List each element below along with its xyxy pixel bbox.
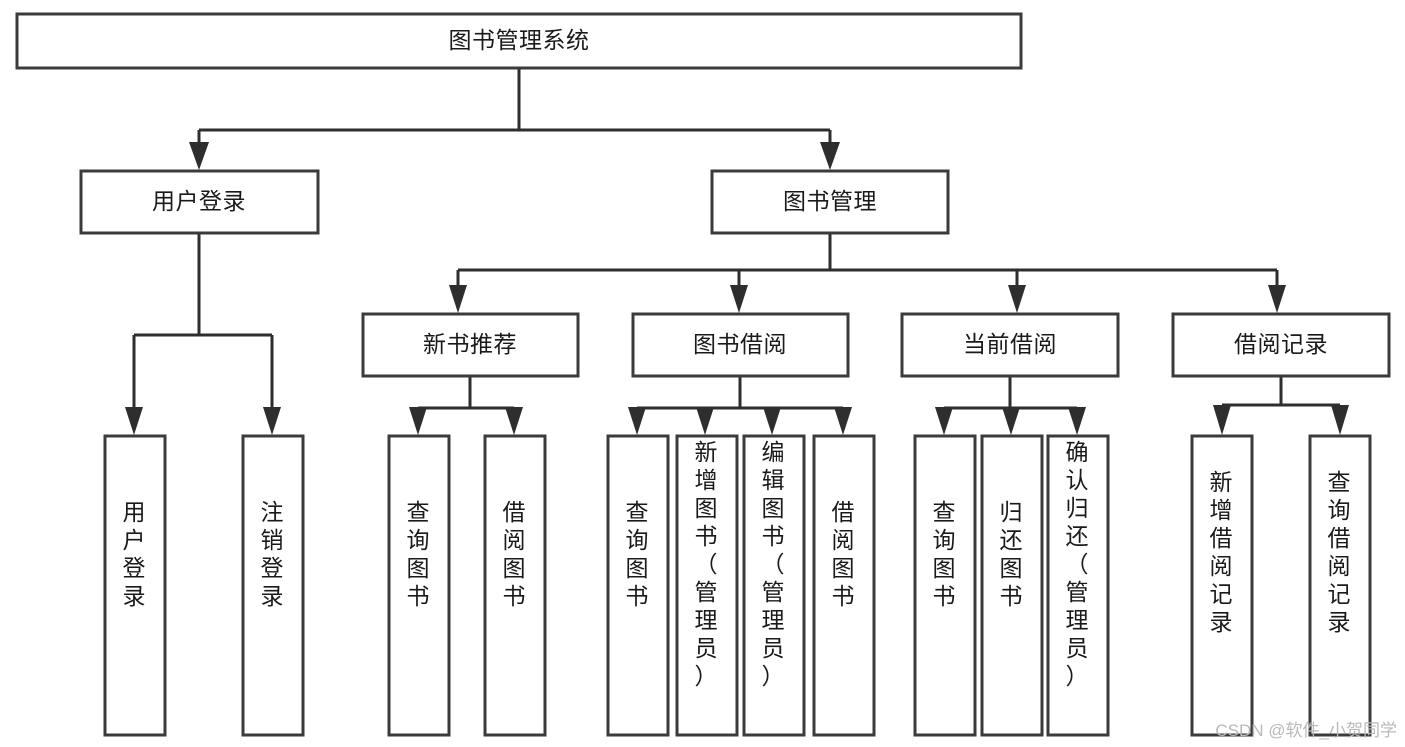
node-book-borrow-box[interactable]	[631, 312, 850, 378]
arrowhead-leaf-return-book	[1002, 407, 1020, 435]
arrowhead-leaf-borrow-book-2	[834, 407, 852, 435]
node-book-borrow[interactable]: 图书借阅	[631, 312, 850, 378]
arrowhead-leaf-query-record	[1331, 405, 1349, 435]
node-leaf-user-login-box[interactable]	[103, 434, 167, 737]
node-borrow-record-label: 借阅记录	[1234, 331, 1328, 357]
arrowhead-leaf-query-book-2	[628, 407, 646, 435]
arrowhead-leaf-borrow-book-1	[505, 407, 523, 435]
arrowhead-leaf-add-record	[1213, 405, 1231, 435]
node-leaf-borrow-book-1-label: 借阅图书	[503, 499, 528, 609]
node-new-book-recommend-label: 新书推荐	[423, 331, 517, 357]
node-leaf-borrow-book-2[interactable]: 借阅图书	[812, 434, 876, 737]
node-leaf-return-book-box[interactable]	[980, 434, 1044, 737]
node-leaf-borrow-book-2-box[interactable]	[812, 434, 876, 737]
node-leaf-edit-book-label: 编辑图书（管理员）	[762, 439, 787, 689]
node-leaf-query-book-3-label: 查询图书	[933, 499, 958, 609]
connector-group-book-manage	[449, 233, 1286, 313]
csdn-watermark: CSDN @软件_小贺同学	[1215, 721, 1397, 740]
node-leaf-query-record-box[interactable]	[1308, 434, 1372, 737]
node-leaf-query-record[interactable]: 查询借阅记录	[1308, 434, 1372, 737]
node-leaf-user-logout-box[interactable]	[241, 434, 305, 737]
node-leaf-user-logout[interactable]: 注销登录	[241, 434, 305, 737]
node-root-box[interactable]	[15, 12, 1023, 70]
arrowhead-leaf-edit-book	[763, 407, 781, 435]
node-leaf-add-record[interactable]: 新增借阅记录	[1190, 434, 1254, 737]
arrowhead-new-book	[449, 285, 467, 313]
node-leaf-query-record-label: 查询借阅记录	[1328, 469, 1353, 635]
arrowhead-leaf-query-book-3	[935, 407, 953, 435]
node-leaf-return-book[interactable]: 归还图书	[980, 434, 1044, 737]
node-current-borrow[interactable]: 当前借阅	[900, 312, 1120, 378]
node-book-manage-box[interactable]	[710, 169, 950, 235]
node-leaf-query-book-2-box[interactable]	[606, 434, 670, 737]
node-leaf-return-book-label: 归还图书	[1000, 499, 1025, 609]
connector-group-root	[189, 68, 840, 170]
node-leaf-borrow-book-1-box[interactable]	[483, 434, 547, 737]
node-leaf-query-book-1[interactable]: 查询图书	[387, 434, 451, 737]
arrowhead-leaf-query-book-1	[409, 407, 427, 435]
node-leaf-query-book-2-label: 查询图书	[626, 499, 651, 609]
arrowhead-leaf-user-login	[125, 407, 143, 435]
node-book-manage[interactable]: 图书管理	[710, 169, 950, 235]
node-user-login-label: 用户登录	[152, 188, 246, 214]
node-leaf-borrow-book-2-label: 借阅图书	[832, 499, 857, 609]
node-leaf-add-book[interactable]: 新增图书（管理员）	[675, 434, 739, 737]
node-root[interactable]: 图书管理系统	[15, 12, 1023, 70]
node-leaf-edit-book[interactable]: 编辑图书（管理员）	[742, 434, 806, 737]
node-leaf-edit-book-box[interactable]	[742, 434, 806, 737]
node-leaf-confirm-return-box[interactable]	[1046, 434, 1110, 737]
arrowhead-book-borrow	[730, 285, 748, 313]
node-leaf-query-book-3-box[interactable]	[913, 434, 977, 737]
node-root-label: 图书管理系统	[449, 27, 590, 53]
node-current-borrow-label: 当前借阅	[963, 331, 1057, 357]
node-book-borrow-label: 图书借阅	[693, 331, 787, 357]
node-borrow-record-box[interactable]	[1171, 312, 1391, 378]
node-leaf-confirm-return[interactable]: 确认归还（管理员）	[1046, 434, 1110, 737]
node-new-book-recommend-box[interactable]	[361, 312, 580, 378]
arrowhead-leaf-confirm-return	[1068, 407, 1086, 435]
node-leaf-add-record-label: 新增借阅记录	[1210, 469, 1235, 635]
arrowhead-book-manage	[820, 142, 840, 170]
node-book-manage-label: 图书管理	[783, 188, 877, 214]
node-leaf-user-logout-label: 注销登录	[261, 499, 286, 609]
node-leaf-user-login-label: 用户登录	[123, 499, 148, 609]
node-leaf-user-login[interactable]: 用户登录	[103, 434, 167, 737]
node-leaf-add-record-box[interactable]	[1190, 434, 1254, 737]
node-current-borrow-box[interactable]	[900, 312, 1120, 378]
node-leaf-query-book-1-box[interactable]	[387, 434, 451, 737]
node-leaf-query-book-3[interactable]: 查询图书	[913, 434, 977, 737]
node-leaf-query-book-2[interactable]: 查询图书	[606, 434, 670, 737]
arrowhead-user-login	[189, 142, 209, 170]
connector-group-new-book-recommend	[409, 376, 523, 435]
node-leaf-borrow-book-1[interactable]: 借阅图书	[483, 434, 547, 737]
connector-group-current-borrow	[935, 376, 1086, 435]
connector-group-borrow-record	[1213, 376, 1349, 435]
node-leaf-query-book-1-label: 查询图书	[407, 499, 432, 609]
node-borrow-record[interactable]: 借阅记录	[1171, 312, 1391, 378]
node-user-login[interactable]: 用户登录	[79, 169, 320, 235]
node-leaf-confirm-return-label: 确认归还（管理员）	[1066, 439, 1091, 689]
node-leaf-add-book-box[interactable]	[675, 434, 739, 737]
node-leaf-add-book-label: 新增图书（管理员）	[695, 439, 720, 689]
arrowhead-leaf-user-logout	[263, 407, 281, 435]
connector-group-book-borrow	[628, 376, 852, 435]
arrowhead-borrow-record	[1268, 285, 1286, 313]
arrowhead-current-borrow	[1008, 285, 1026, 313]
arrowhead-leaf-add-book	[696, 407, 714, 435]
node-user-login-box[interactable]	[79, 169, 320, 235]
connector-group-user-login	[125, 233, 281, 435]
node-new-book-recommend[interactable]: 新书推荐	[361, 312, 580, 378]
